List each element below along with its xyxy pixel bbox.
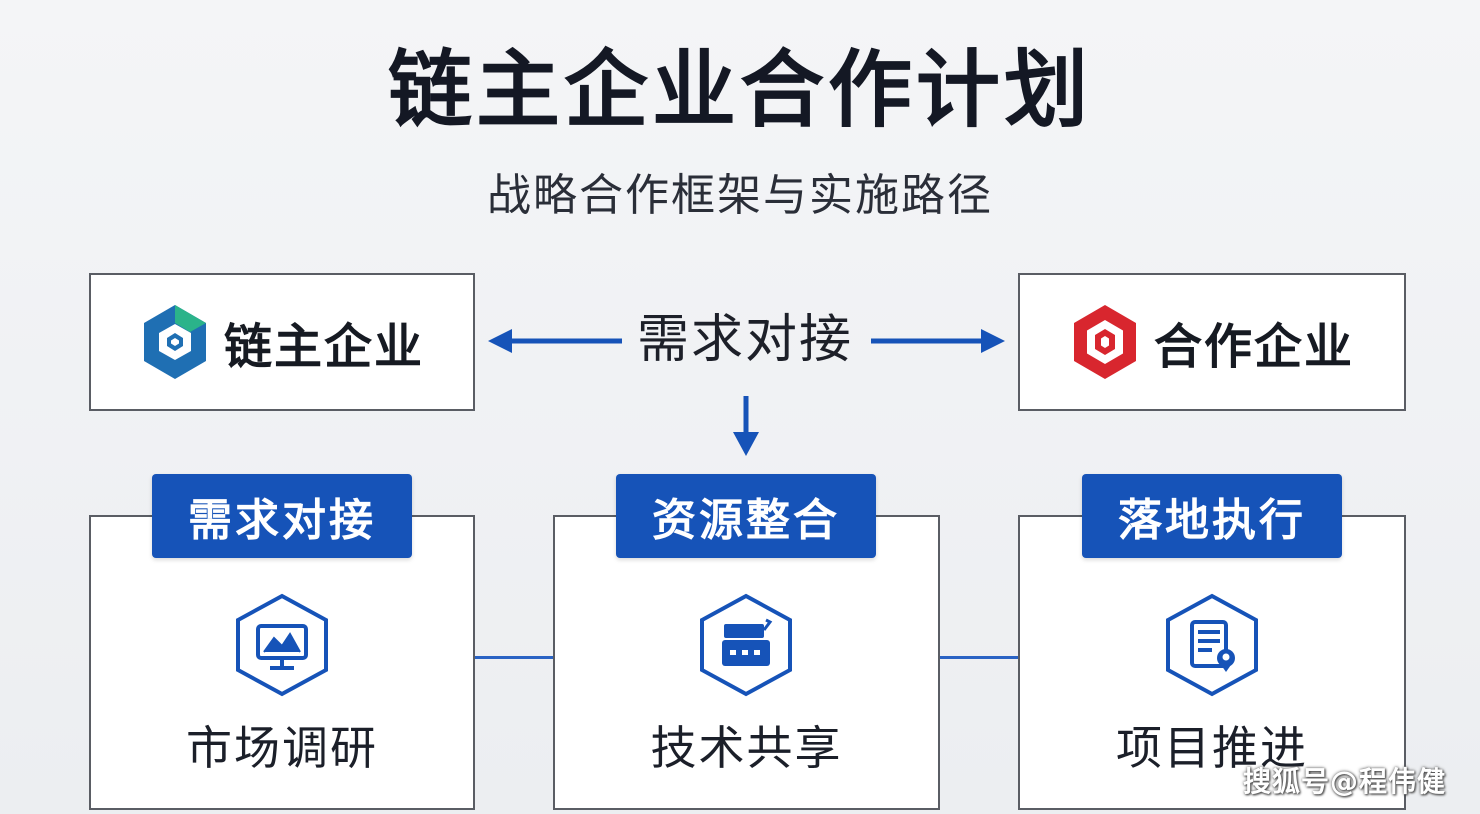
stage-label-2: 技术共享 [650, 721, 843, 775]
stage-card-2 [553, 515, 940, 810]
stage-badge-3: 落地执行 [1082, 474, 1342, 558]
partner-enterprise-label: 合作企业 [1153, 319, 1354, 375]
connector-line-1 [475, 656, 554, 659]
page-title: 链主企业合作计划 [387, 41, 1092, 139]
server-device-icon [700, 593, 792, 697]
stage-label-3: 项目推进 [1116, 721, 1308, 775]
document-location-icon [1166, 593, 1258, 697]
lead-enterprise-box: 链主企业 [89, 273, 475, 411]
center-matching-label: 需求对接 [636, 310, 853, 370]
partner-enterprise-box: 合作企业 [1018, 273, 1406, 411]
arrow-down-icon [733, 396, 759, 456]
page-subtitle: 战略合作框架与实施路径 [487, 170, 993, 221]
lead-enterprise-label: 链主企业 [223, 319, 424, 375]
lead-enterprise-logo-icon [143, 305, 206, 379]
stage-label-1: 市场调研 [186, 721, 378, 775]
stage-badge-1: 需求对接 [152, 474, 412, 558]
arrow-right-icon [871, 329, 1005, 353]
watermark: 搜狐号@程伟健 [1242, 765, 1446, 798]
connector-line-2 [939, 656, 1019, 659]
arrow-left-icon [488, 329, 622, 353]
stage-badge-2: 资源整合 [616, 474, 876, 558]
partner-enterprise-logo-icon [1073, 305, 1136, 379]
monitor-chart-icon [236, 593, 328, 697]
